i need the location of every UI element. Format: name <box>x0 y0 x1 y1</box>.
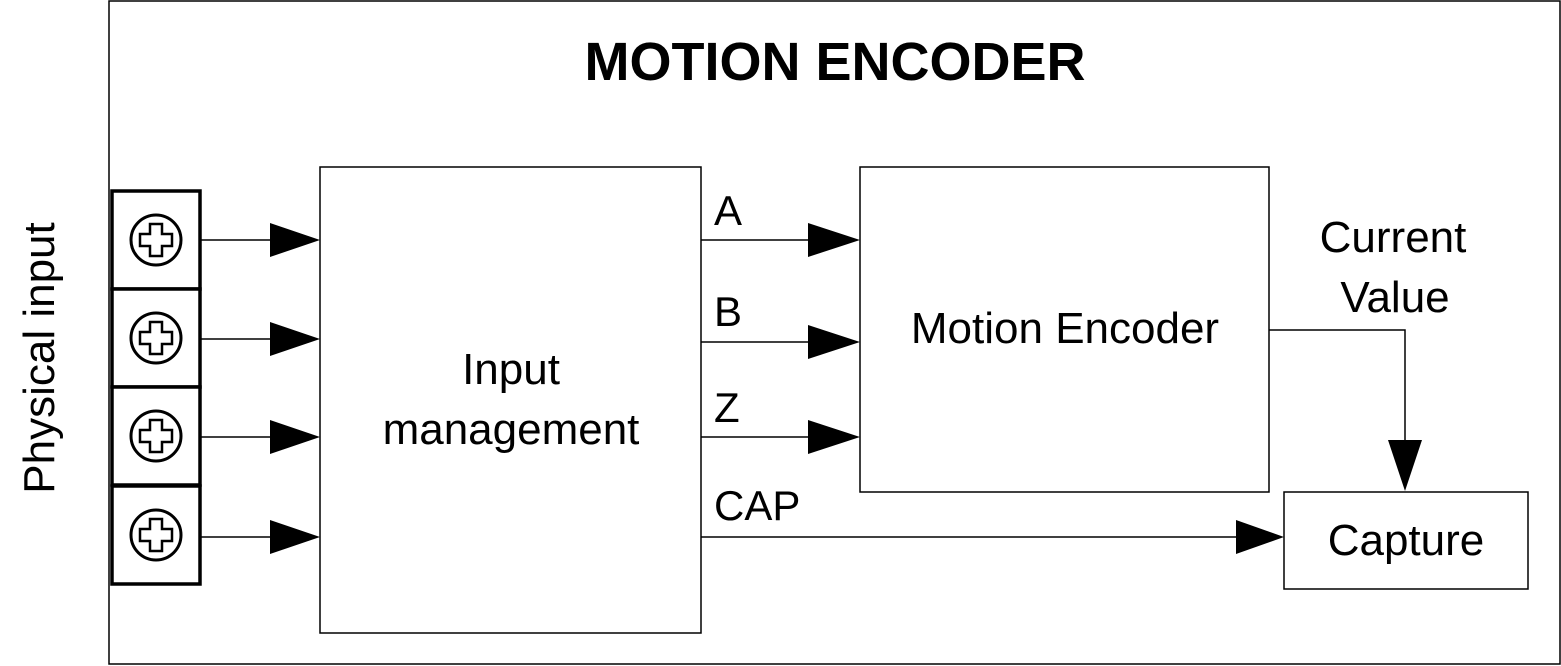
arrow-icon <box>270 223 320 257</box>
signal-label-cap: CAP <box>714 482 800 529</box>
terminal-wires <box>200 223 320 554</box>
side-label-physical-input: Physical input <box>15 222 64 493</box>
motion-encoder-label: Motion Encoder <box>911 304 1219 353</box>
capture-block: Capture <box>1283 491 1529 590</box>
input-management-block: Input management <box>319 166 702 634</box>
arrow-icon <box>270 520 320 554</box>
arrow-icon <box>1236 520 1284 554</box>
screw-terminal-icon <box>110 385 202 487</box>
signal-label-z: Z <box>714 384 740 431</box>
output-label-line1: Current <box>1320 213 1467 262</box>
signal-label-a: A <box>714 187 742 234</box>
arrow-icon <box>1388 440 1422 491</box>
screw-terminal-icon <box>110 287 202 389</box>
motion-encoder-block: Motion Encoder <box>859 166 1270 493</box>
arrow-icon <box>270 420 320 454</box>
screw-terminal-icon <box>110 189 202 291</box>
diagram-title: MOTION ENCODER <box>584 32 1085 92</box>
screw-terminal-icon <box>110 484 202 586</box>
arrow-icon <box>270 322 320 356</box>
terminal-strip <box>110 189 202 586</box>
input-management-label-line2: management <box>383 405 640 454</box>
output-label-line2: Value <box>1340 273 1449 322</box>
arrow-icon <box>808 325 860 359</box>
arrow-icon <box>808 223 860 257</box>
signal-wires: A B Z CAP <box>701 187 1284 554</box>
signal-label-b: B <box>714 288 742 335</box>
input-management-label-line1: Input <box>462 345 560 394</box>
capture-label: Capture <box>1328 516 1485 565</box>
current-value-wire: Current Value <box>1269 213 1466 491</box>
arrow-icon <box>808 420 860 454</box>
